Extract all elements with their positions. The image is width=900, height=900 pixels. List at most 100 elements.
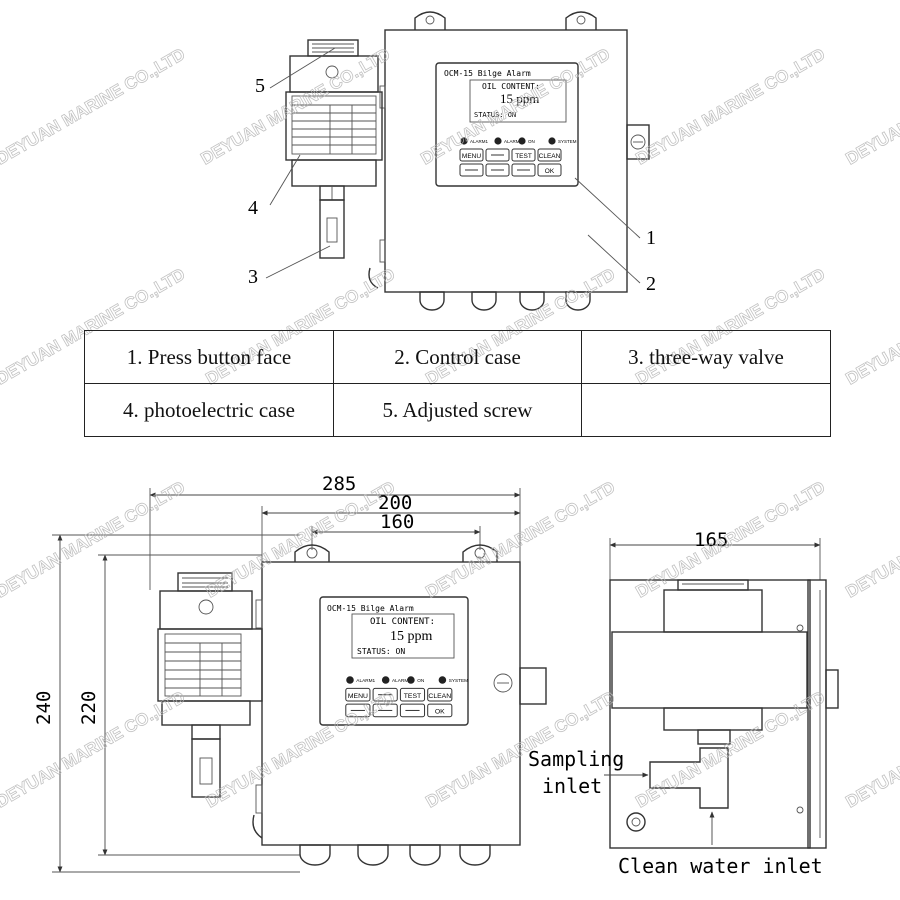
three-way-valve [319,199,345,259]
callout-4: 4 [248,197,258,219]
callout-3: 3 [248,266,258,288]
watermark-text: DEYUAN MARINE CO.,LTD [633,688,829,812]
legend-cell: 3. three-way valve [581,330,831,384]
top-assembly-drawing: OCM-15 Bilge Alarm OIL CONTENT: 15 ppm S… [248,11,656,311]
legend-cell [581,383,831,437]
sensor-assembly [285,39,383,259]
sampling-inlet-label-2: inlet [542,774,602,798]
panel-button-label: TEST [404,693,421,700]
panel-button[interactable] [459,163,484,177]
indicator-led [346,676,354,684]
panel-button[interactable] [427,703,453,718]
button-grid: MENU TEST CLEAN OK [459,148,562,177]
side-view-drawing: 165 Sampling inlet Clean water inlet [528,529,839,878]
panel-button[interactable] [511,163,536,177]
indicator-label: ALARM1 [470,139,489,144]
watermark-text: DEYUAN MARINE CO.,LTD [843,265,900,389]
legend-row: 4. photoelectric case 5. Adjusted screw [84,383,831,437]
indicator-label: ON [417,678,425,684]
panel-button-label: CLEAN [428,693,451,700]
watermark-text: DEYUAN MARINE CO.,LTD [843,478,900,602]
clean-water-inlet-label: Clean water inlet [618,854,823,878]
front-button-grid: MENU TEST CLEAN OK [345,687,453,718]
front-status-text: STATUS: ON [357,647,405,656]
callout-1: 1 [646,227,656,249]
legend-cell: 2. Control case [333,330,582,384]
panel-button-label: MENU [462,153,481,160]
panel-button[interactable] [537,163,562,177]
panel-button[interactable] [427,687,453,702]
legend-cell: 5. Adjusted screw [333,383,582,437]
indicator-led [494,137,502,145]
press-button-face [435,62,579,187]
watermark-text: DEYUAN MARINE CO.,LTD [843,688,900,812]
sampling-inlet-label-1: Sampling [528,747,624,771]
front-oil-content-label: OIL CONTENT: [370,617,435,627]
legend-cell: 4. photoelectric case [84,383,334,437]
indicator-led [407,676,415,684]
indicator-led [438,676,447,684]
indicator-led [518,137,526,145]
panel-button-label: TEST [515,153,532,160]
dim-285: 285 [322,473,356,495]
dim-160: 160 [380,511,414,533]
legend-row: 1. Press button face 2. Control case 3. … [84,330,831,384]
front-device-title: OCM-15 Bilge Alarm [327,604,414,613]
indicator-label: ALARM2 [392,678,411,684]
dim-220: 220 [78,691,100,725]
device-title: OCM-15 Bilge Alarm [444,69,531,78]
watermark-text: DEYUAN MARINE CO.,LTD [203,478,399,602]
parts-legend-table: 1. Press button face 2. Control case 3. … [84,330,831,437]
panel-button[interactable] [372,687,398,702]
panel-button[interactable] [399,703,426,718]
legend-cell: 1. Press button face [84,330,334,384]
oil-content-label: OIL CONTENT: [482,82,540,91]
front-oil-content-value: 15 ppm [390,629,433,644]
watermark-text: DEYUAN MARINE CO.,LTD [843,45,900,169]
indicator-row: ALARM1 ALARM2 ON SYSTEM [460,137,577,145]
panel-button-label: OK [545,168,555,175]
panel-button[interactable] [345,703,371,718]
indicator-label: SYSTEM [449,678,468,684]
panel-button[interactable] [399,687,426,702]
indicator-led [460,137,468,145]
panel-button[interactable] [485,163,510,177]
cable-glands [419,291,591,311]
indicator-label: ON [528,139,535,144]
watermark-text: DEYUAN MARINE CO.,LTD [203,688,399,812]
panel-button[interactable] [459,148,484,162]
callout-5: 5 [255,75,265,97]
watermark-text: DEYUAN MARINE CO.,LTD [0,478,188,602]
oil-content-value: 15 ppm [500,91,539,106]
indicator-label: ALARM1 [356,678,375,684]
watermark-text: DEYUAN MARINE CO.,LTD [633,45,829,169]
control-case: OCM-15 Bilge Alarm OIL CONTENT: 15 ppm S… [368,11,650,311]
watermark-text: DEYUAN MARINE CO.,LTD [0,45,188,169]
dimension-lines: 285 200 160 240 220 [33,473,521,873]
panel-button[interactable] [511,148,536,162]
callout-2: 2 [646,273,656,295]
panel-button-label: CLEAN [539,153,561,160]
panel-button-label: MENU [348,693,368,700]
watermark-text: DEYUAN MARINE CO.,LTD [633,478,829,602]
indicator-led [381,676,390,684]
status-text: STATUS: ON [474,111,516,119]
indicator-label: ALARM2 [504,139,523,144]
front-cable-glands [299,844,491,866]
dim-165: 165 [694,529,728,551]
dim-200: 200 [378,492,412,514]
leader-lines [265,47,641,284]
indicator-label: SYSTEM [558,139,577,144]
panel-button[interactable] [485,148,510,162]
watermark-text: DEYUAN MARINE CO.,LTD [198,45,394,169]
dim-240: 240 [33,691,55,725]
panel-button-label: OK [435,709,445,716]
panel-button[interactable] [345,687,371,702]
indicator-led [548,137,556,145]
panel-button[interactable] [372,703,398,718]
panel-button[interactable] [537,148,562,162]
front-view-drawing: 285 200 160 240 220 [33,473,547,873]
front-panel [319,596,469,726]
sampling-valve-block [649,747,729,809]
